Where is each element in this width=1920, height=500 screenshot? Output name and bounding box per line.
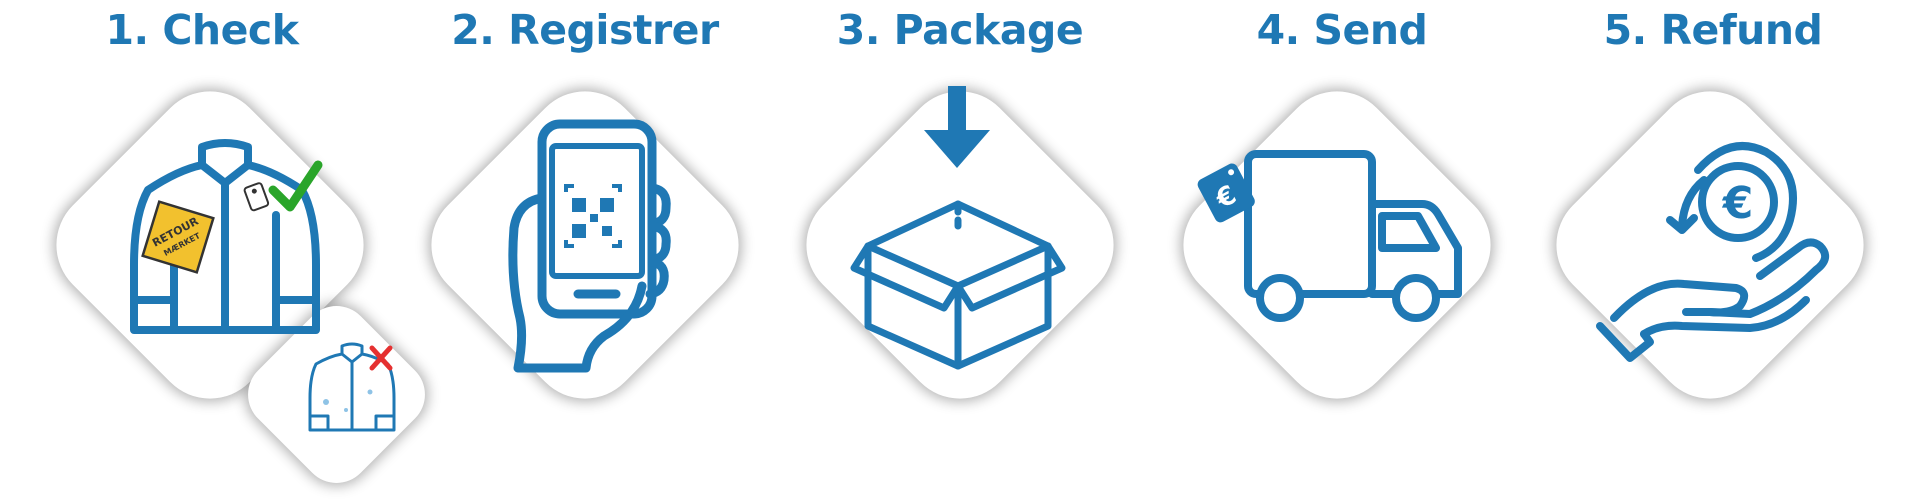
- refund-euro-symbol: €: [1722, 178, 1754, 229]
- open-box-icon: [848, 86, 1068, 370]
- step-1-title: 1. Check: [105, 6, 299, 54]
- step-4-title: 4. Send: [1256, 6, 1428, 54]
- delivery-truck-icon: €: [1196, 148, 1466, 328]
- damaged-jacket-icon: [302, 340, 402, 440]
- phone-qr-code-icon: [500, 118, 680, 378]
- check-mark-icon: [268, 160, 323, 212]
- step-2-title: 2. Registrer: [451, 6, 719, 54]
- jacket-with-tag-icon: RETOUR MÆRKET: [118, 135, 333, 350]
- step-5-title: 5. Refund: [1603, 6, 1823, 54]
- cross-mark-icon: [369, 345, 393, 371]
- hand-euro-refund-icon: €: [1590, 130, 1830, 370]
- step-3-title: 3. Package: [836, 6, 1084, 54]
